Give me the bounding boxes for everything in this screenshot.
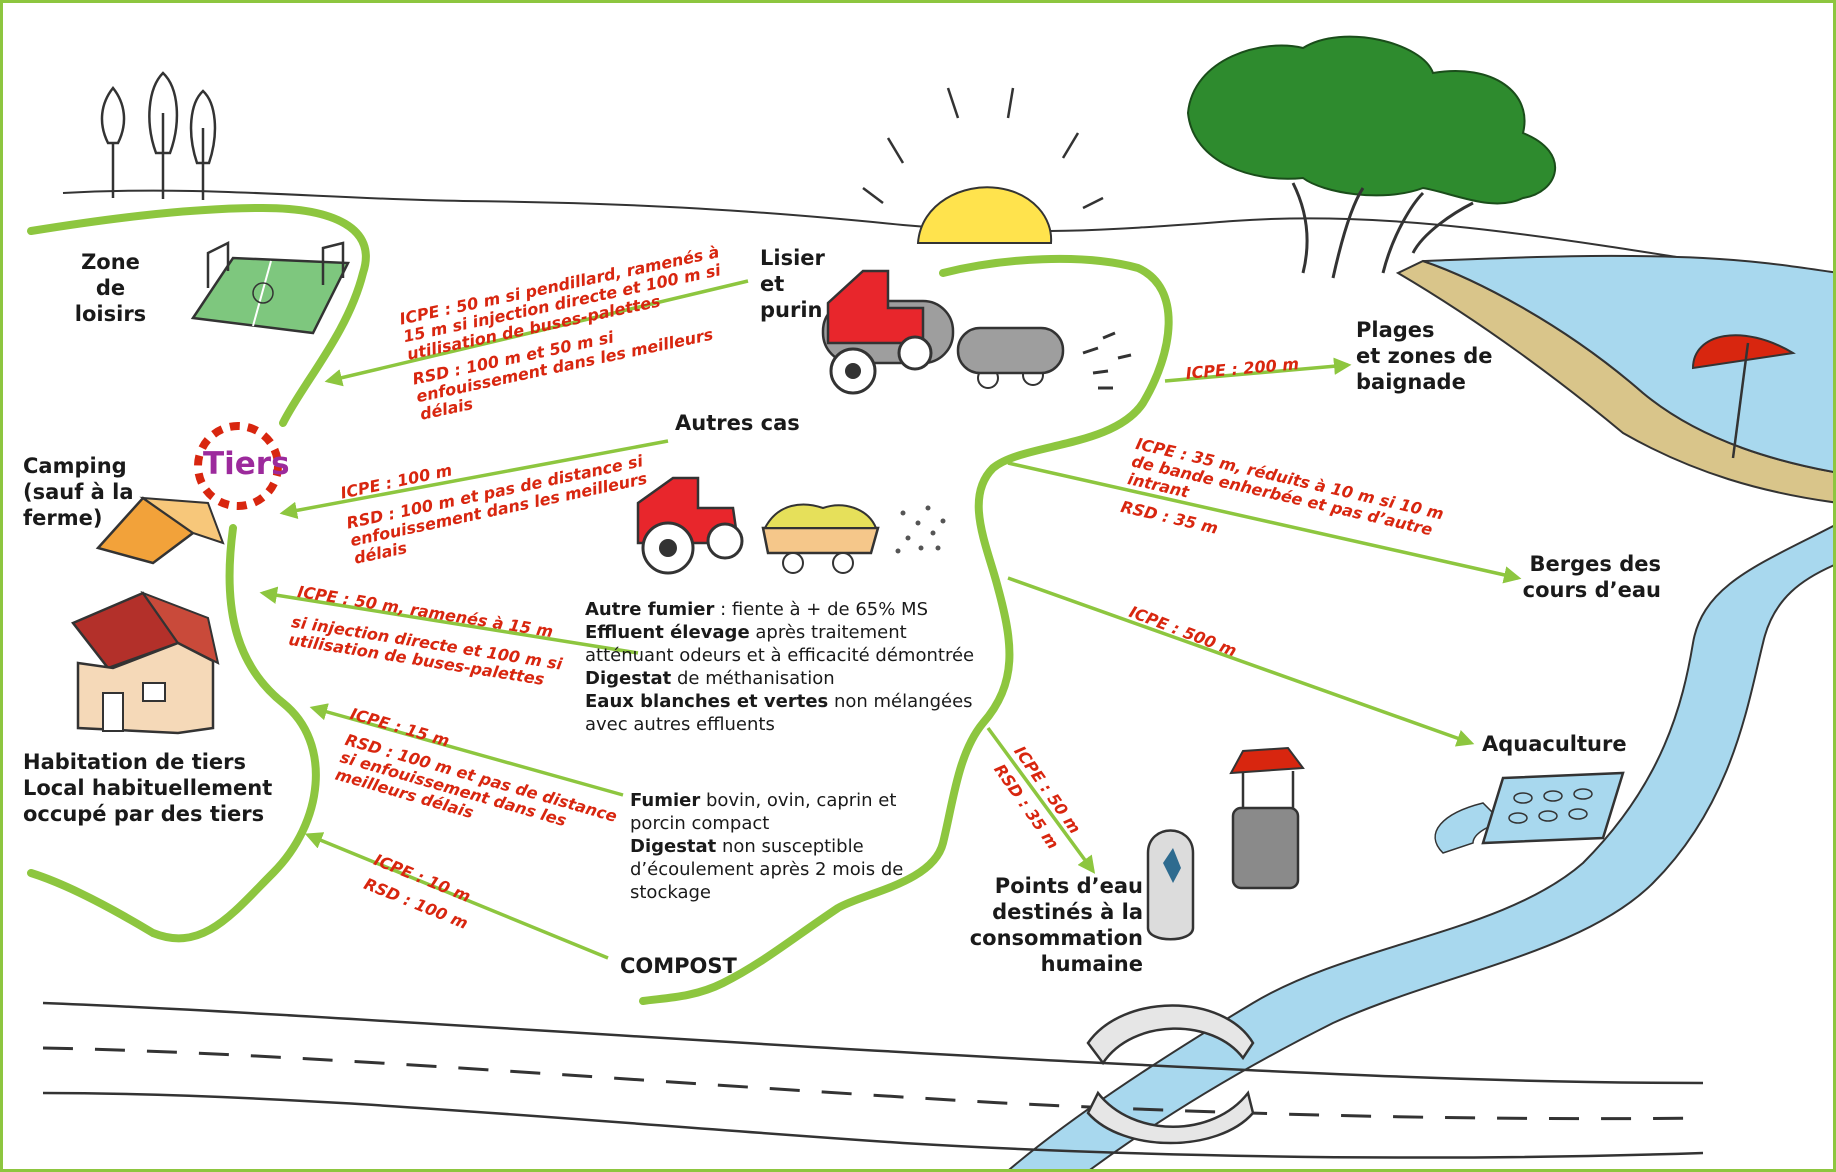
- arrow-to-points-eau: [988, 728, 1093, 871]
- fountain-icon: [1148, 831, 1193, 940]
- well-icon: [1231, 748, 1303, 888]
- label-autres-cas: Autres cas: [675, 410, 800, 436]
- football-field-icon: [193, 243, 348, 333]
- label-tiers: Tiers: [203, 446, 290, 482]
- label-aquaculture: Aquaculture: [1482, 731, 1627, 757]
- label-compost: COMPOST: [620, 953, 737, 979]
- poplar-trees-icon: [102, 73, 215, 200]
- fish-farm-icon: [1483, 773, 1623, 843]
- sun-icon: [863, 88, 1103, 243]
- block-fumier: Fumier bovin, ovin, caprin et porcin com…: [630, 789, 903, 904]
- tractor-tank-icon: [823, 271, 1131, 393]
- house-icon: [73, 593, 218, 733]
- road: [43, 1003, 1703, 1158]
- tractor-manure-icon: [638, 478, 946, 573]
- block-autres-cas: Autre fumier : fiente à + de 65% MS Effl…: [585, 598, 974, 736]
- tree-icon: [1188, 37, 1555, 278]
- arrow-to-aquaculture: [1008, 578, 1471, 743]
